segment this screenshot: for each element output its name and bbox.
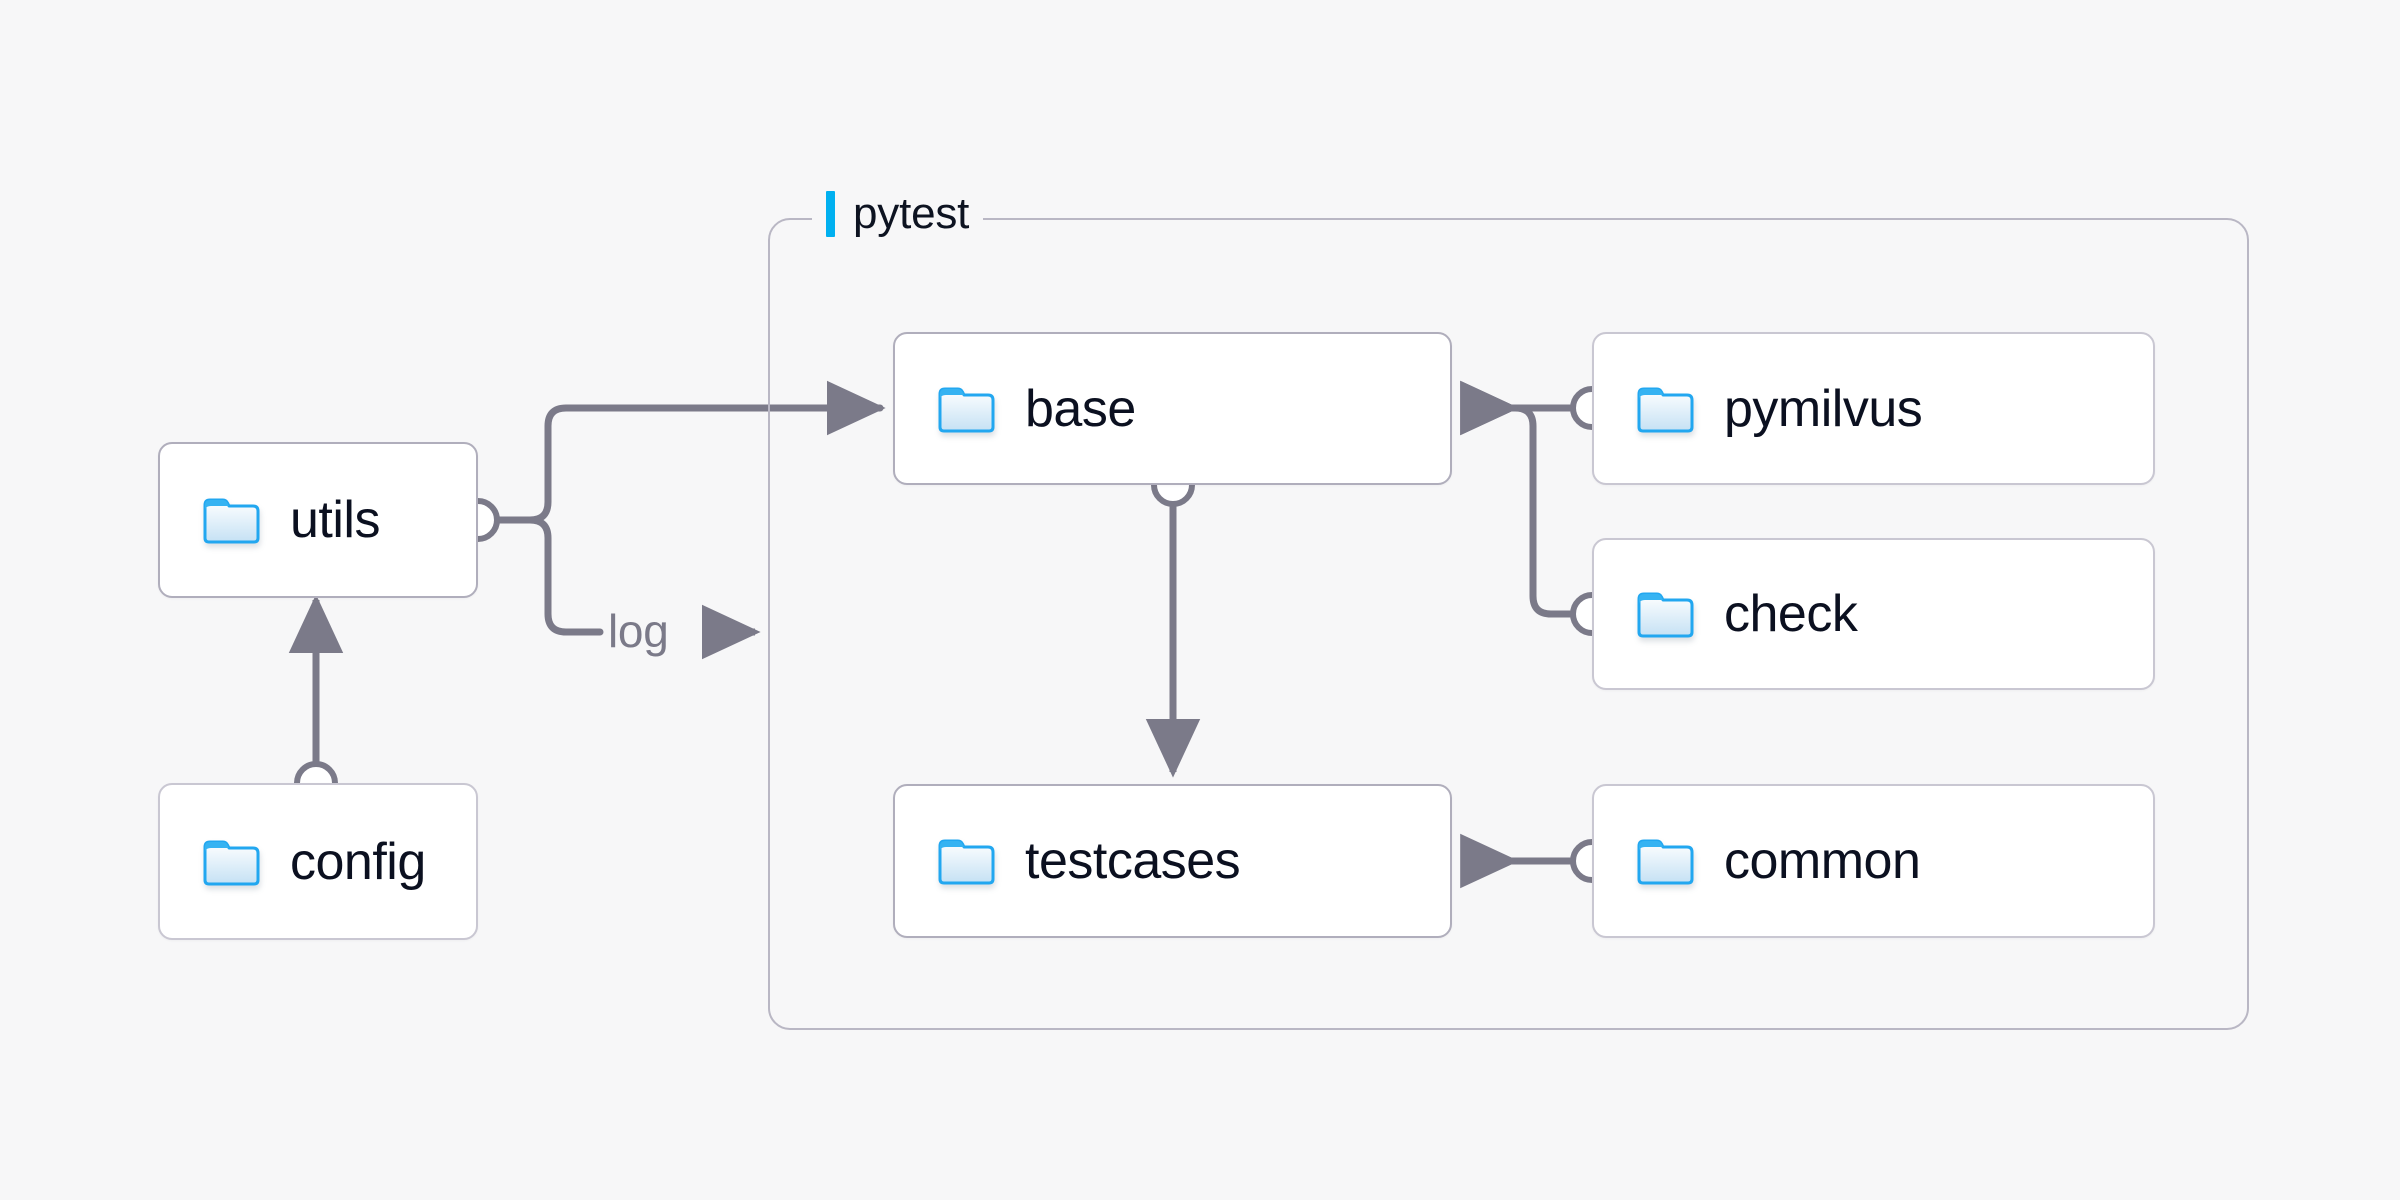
group-pytest [768,218,2249,1030]
folder-icon [1637,387,1694,432]
node-common[interactable]: common [1592,784,2155,938]
node-label: utils [290,491,380,549]
folder-icon [938,387,995,432]
folder-icon [938,839,995,885]
node-testcases[interactable]: testcases [893,784,1452,938]
group-accent-bar [826,191,835,237]
node-label: config [290,832,426,891]
folder-icon [203,840,260,885]
group-pytest-label: pytest [812,186,984,242]
node-label: common [1724,832,1921,890]
node-base[interactable]: base [893,332,1452,485]
node-label: testcases [1025,832,1241,890]
node-label: base [1025,379,1136,438]
node-check[interactable]: check [1592,538,2155,690]
folder-icon [1637,592,1694,638]
edge-utils-to-log [474,516,604,636]
node-utils[interactable]: utils [158,442,478,598]
edge-label-log: log [608,605,669,657]
node-config[interactable]: config [158,783,478,940]
folder-icon [203,498,260,544]
folder-icon [1637,839,1694,885]
node-pymilvus[interactable]: pymilvus [1592,332,2155,485]
group-title-text: pytest [853,189,970,238]
node-label: pymilvus [1724,379,1923,438]
node-label: check [1724,585,1858,643]
